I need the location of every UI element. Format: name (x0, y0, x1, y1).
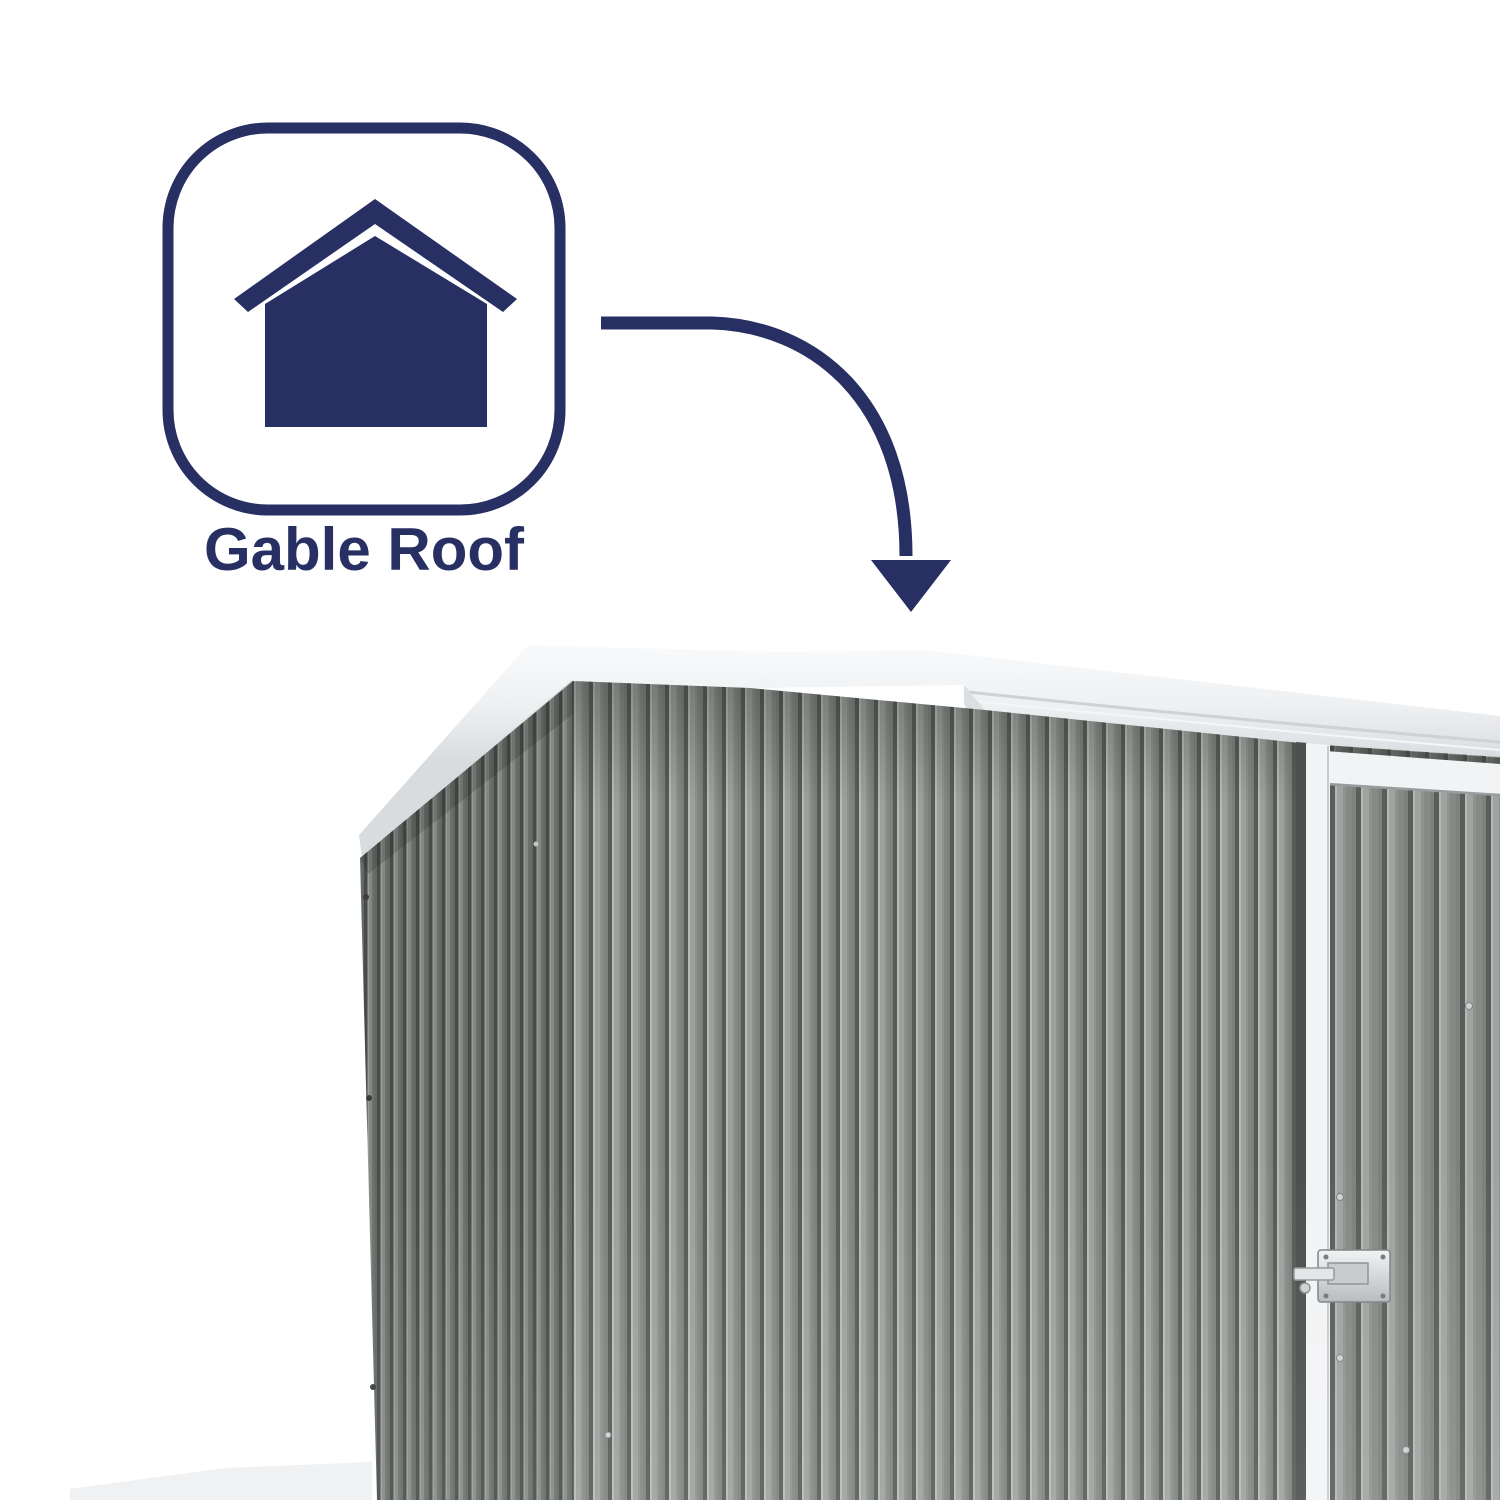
wall-bottom-light (360, 1150, 1500, 1500)
roof-gutter-end-tab (964, 685, 985, 712)
screw (363, 894, 369, 900)
door-top-rail (1312, 750, 1500, 795)
gable-roof-house-icon (162, 122, 566, 516)
door-rail-edge (1311, 781, 1500, 797)
roof-trim (359, 645, 1500, 858)
house-roof-chevron (234, 199, 517, 312)
shed-base-edge (70, 1462, 372, 1500)
house-body-shape (265, 236, 487, 427)
screw (1465, 1002, 1473, 1010)
roof-gutter-line (967, 690, 1500, 744)
gable-roof-callout (162, 122, 951, 612)
pointer-arrow-shaft (601, 316, 913, 557)
screw (366, 1095, 372, 1101)
roof-gutter-highlight (969, 700, 1500, 751)
pointer-arrow-head (871, 560, 951, 612)
gable-eave-shadow (360, 681, 573, 874)
front-eave-shadow (573, 681, 1500, 805)
screw (533, 841, 539, 847)
shed-photo (70, 645, 1500, 1500)
callout-label: Gable Roof (203, 516, 524, 583)
